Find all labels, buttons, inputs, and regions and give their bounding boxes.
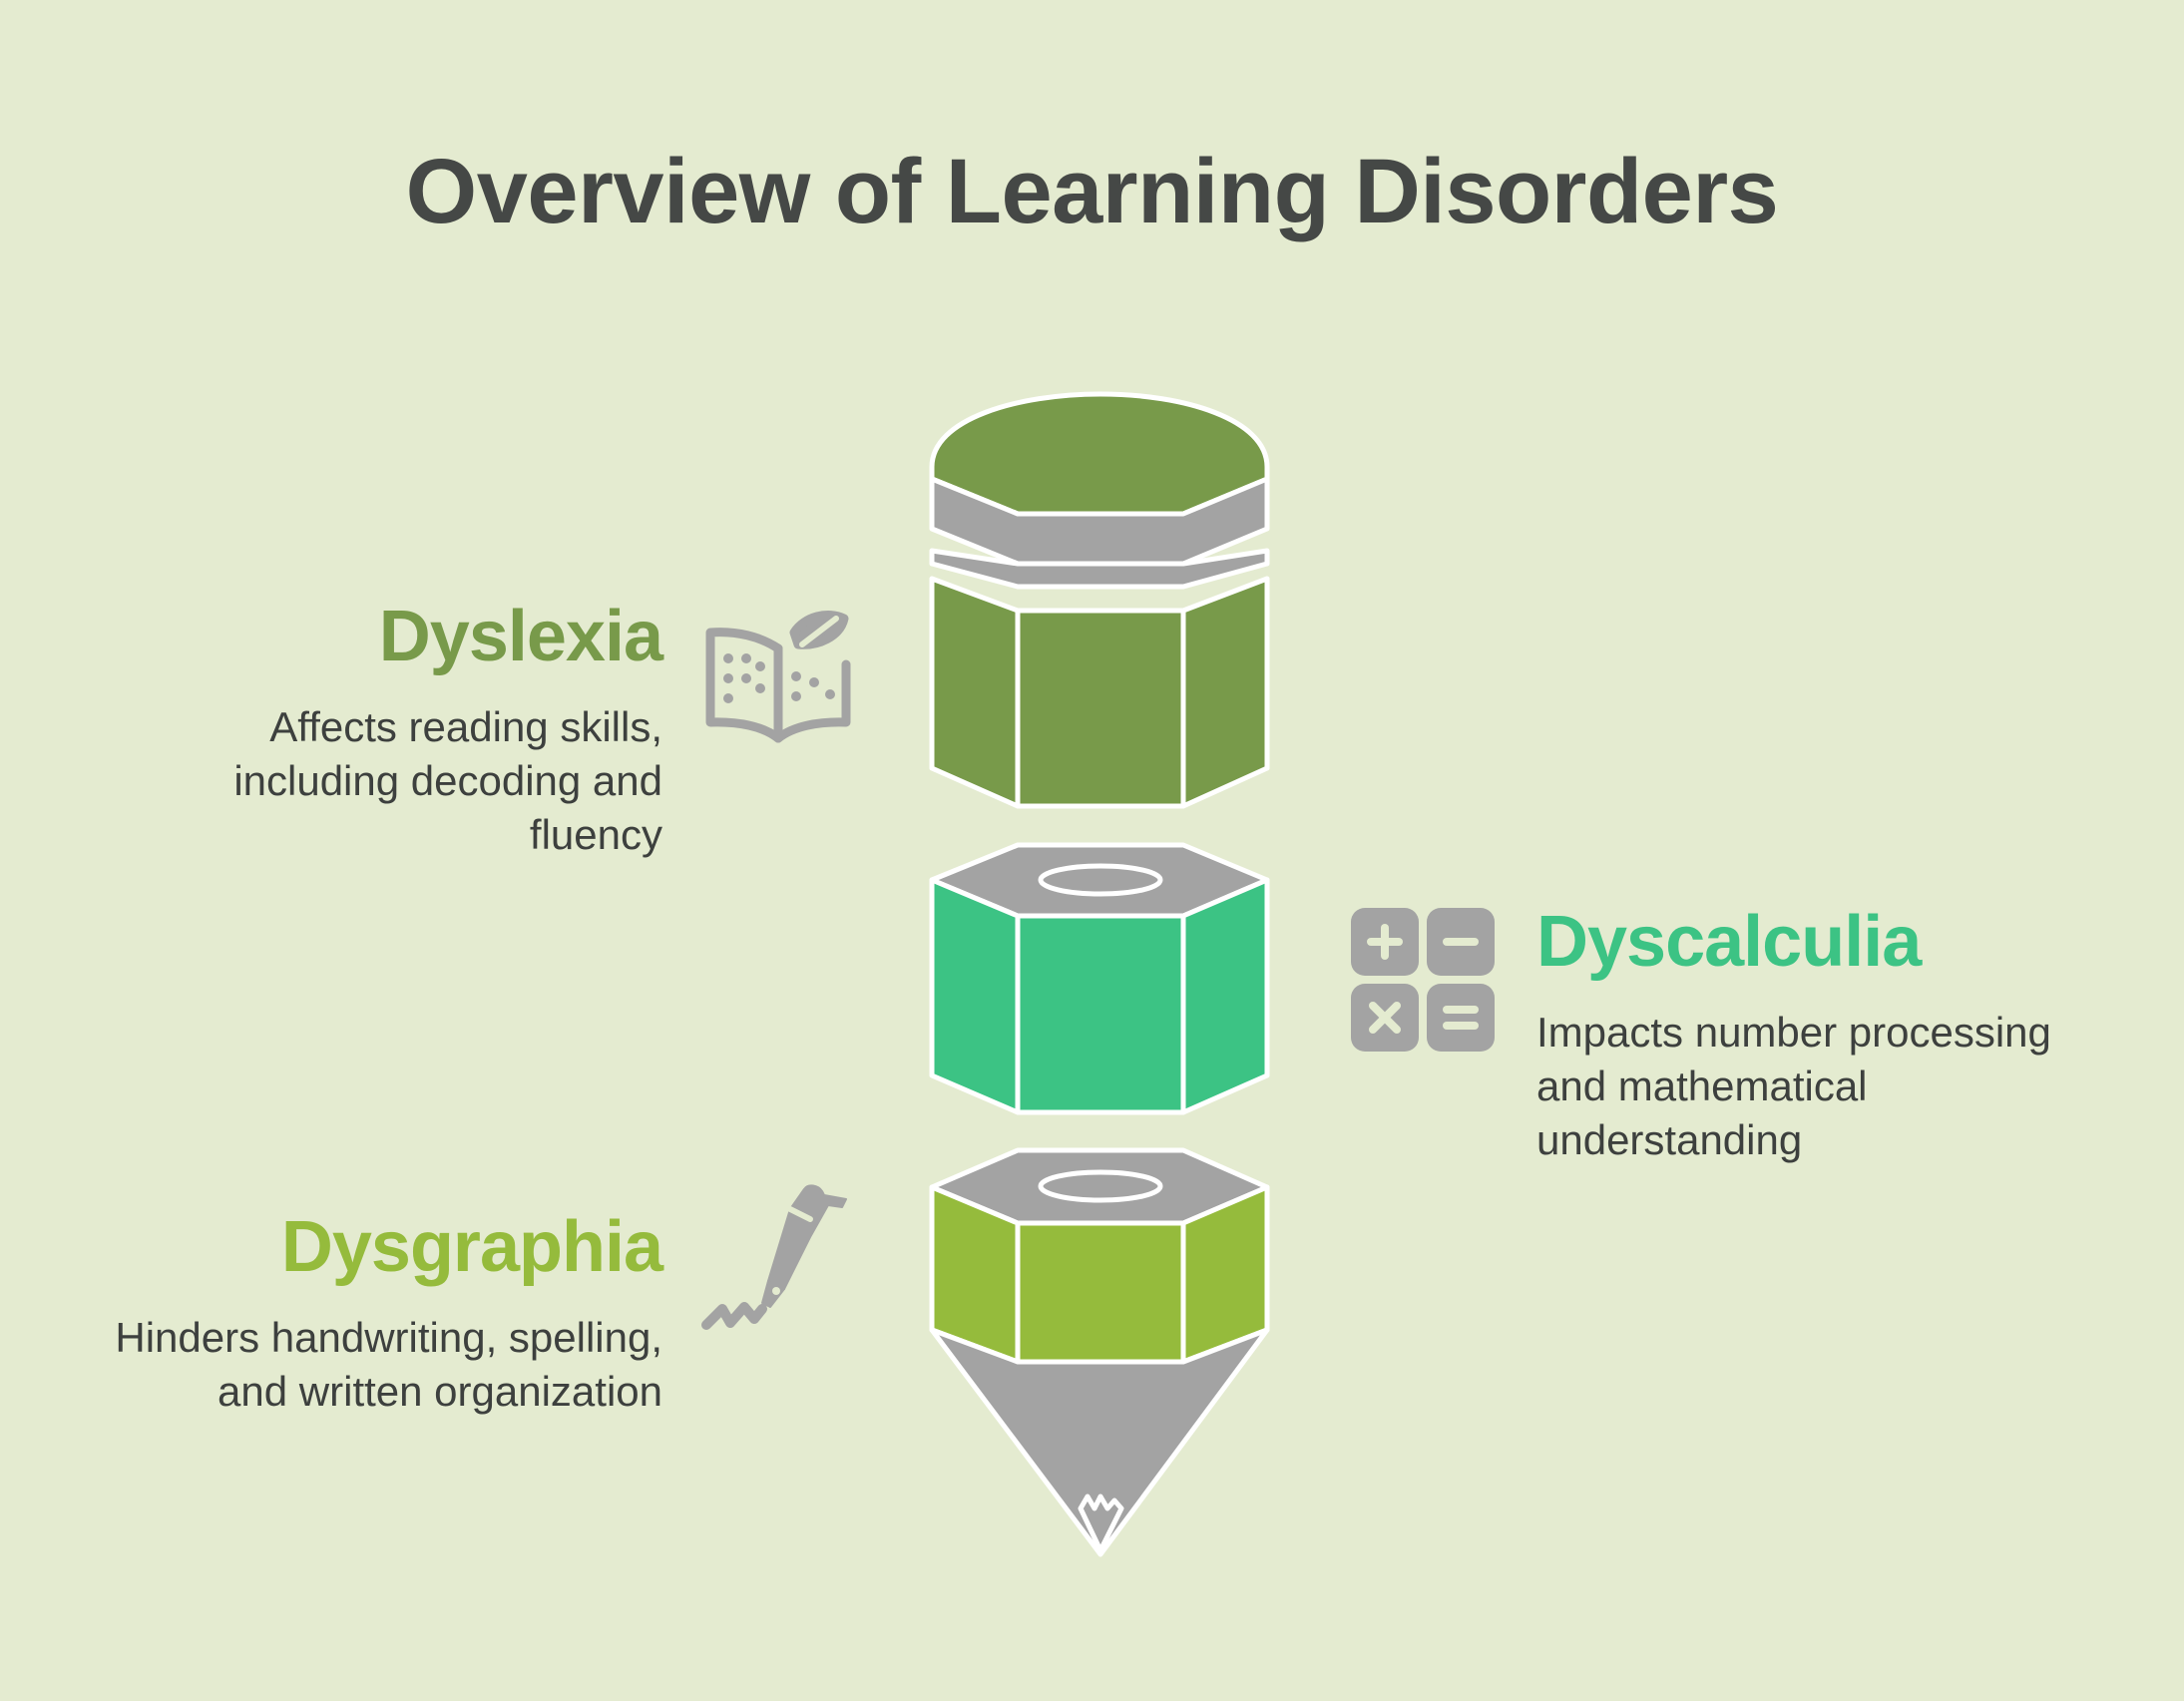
dyslexia-description: Affects reading skills, including decodi… [100,700,662,862]
dysgraphia-description: Hinders handwriting, spelling, and writt… [40,1311,662,1419]
pencil-ferrule-band-1 [929,476,1270,567]
pencil-segment-dyslexia-front [1015,608,1186,809]
pencil-ferrule-band-2 [929,548,1270,590]
dysgraphia-description-line: Hinders handwriting, spelling, [115,1314,662,1361]
pencil-segment-dyslexia-left [929,576,1021,809]
pencil-segment-dyslexia-right [1180,576,1270,809]
dyscalculia-description: Impacts number processing and mathematic… [1536,1006,2165,1167]
page-title: Overview of Learning Disorders [405,141,1779,242]
dysgraphia-heading: Dysgraphia [280,1207,663,1287]
pencil-segment-dyscalculia-hole [1038,863,1163,897]
pencil-eraser [929,391,1270,517]
dyslexia-description-line: fluency [529,811,662,858]
dyslexia-description-line: Affects reading skills, [269,703,662,750]
pencil-tip [929,1327,1270,1557]
pencil-lead [1078,1493,1124,1553]
dyscalculia-description-line: and mathematical [1536,1063,1868,1109]
pencil-segment-dysgraphia-hole [1038,1169,1163,1203]
dysgraphia-description-line: and written organization [218,1368,662,1415]
dyslexia-description-line: including decoding and [233,757,662,804]
pencil-segment-dyscalculia-front [1015,913,1186,1115]
dyscalculia-heading: Dyscalculia [1536,902,1922,982]
dyscalculia-description-line: understanding [1536,1116,1803,1163]
dyscalculia-description-line: Impacts number processing [1536,1009,2051,1056]
pencil-segment-dyscalculia-left [929,877,1021,1115]
calculator-icon [1351,908,1495,1052]
pen-scribble-icon [701,1184,847,1330]
open-book-eye-icon [705,611,851,743]
pencil-segment-dysgraphia-front [1015,1220,1186,1365]
pencil-segment-dyscalculia-right [1180,877,1270,1115]
dyslexia-heading: Dyslexia [378,597,663,676]
